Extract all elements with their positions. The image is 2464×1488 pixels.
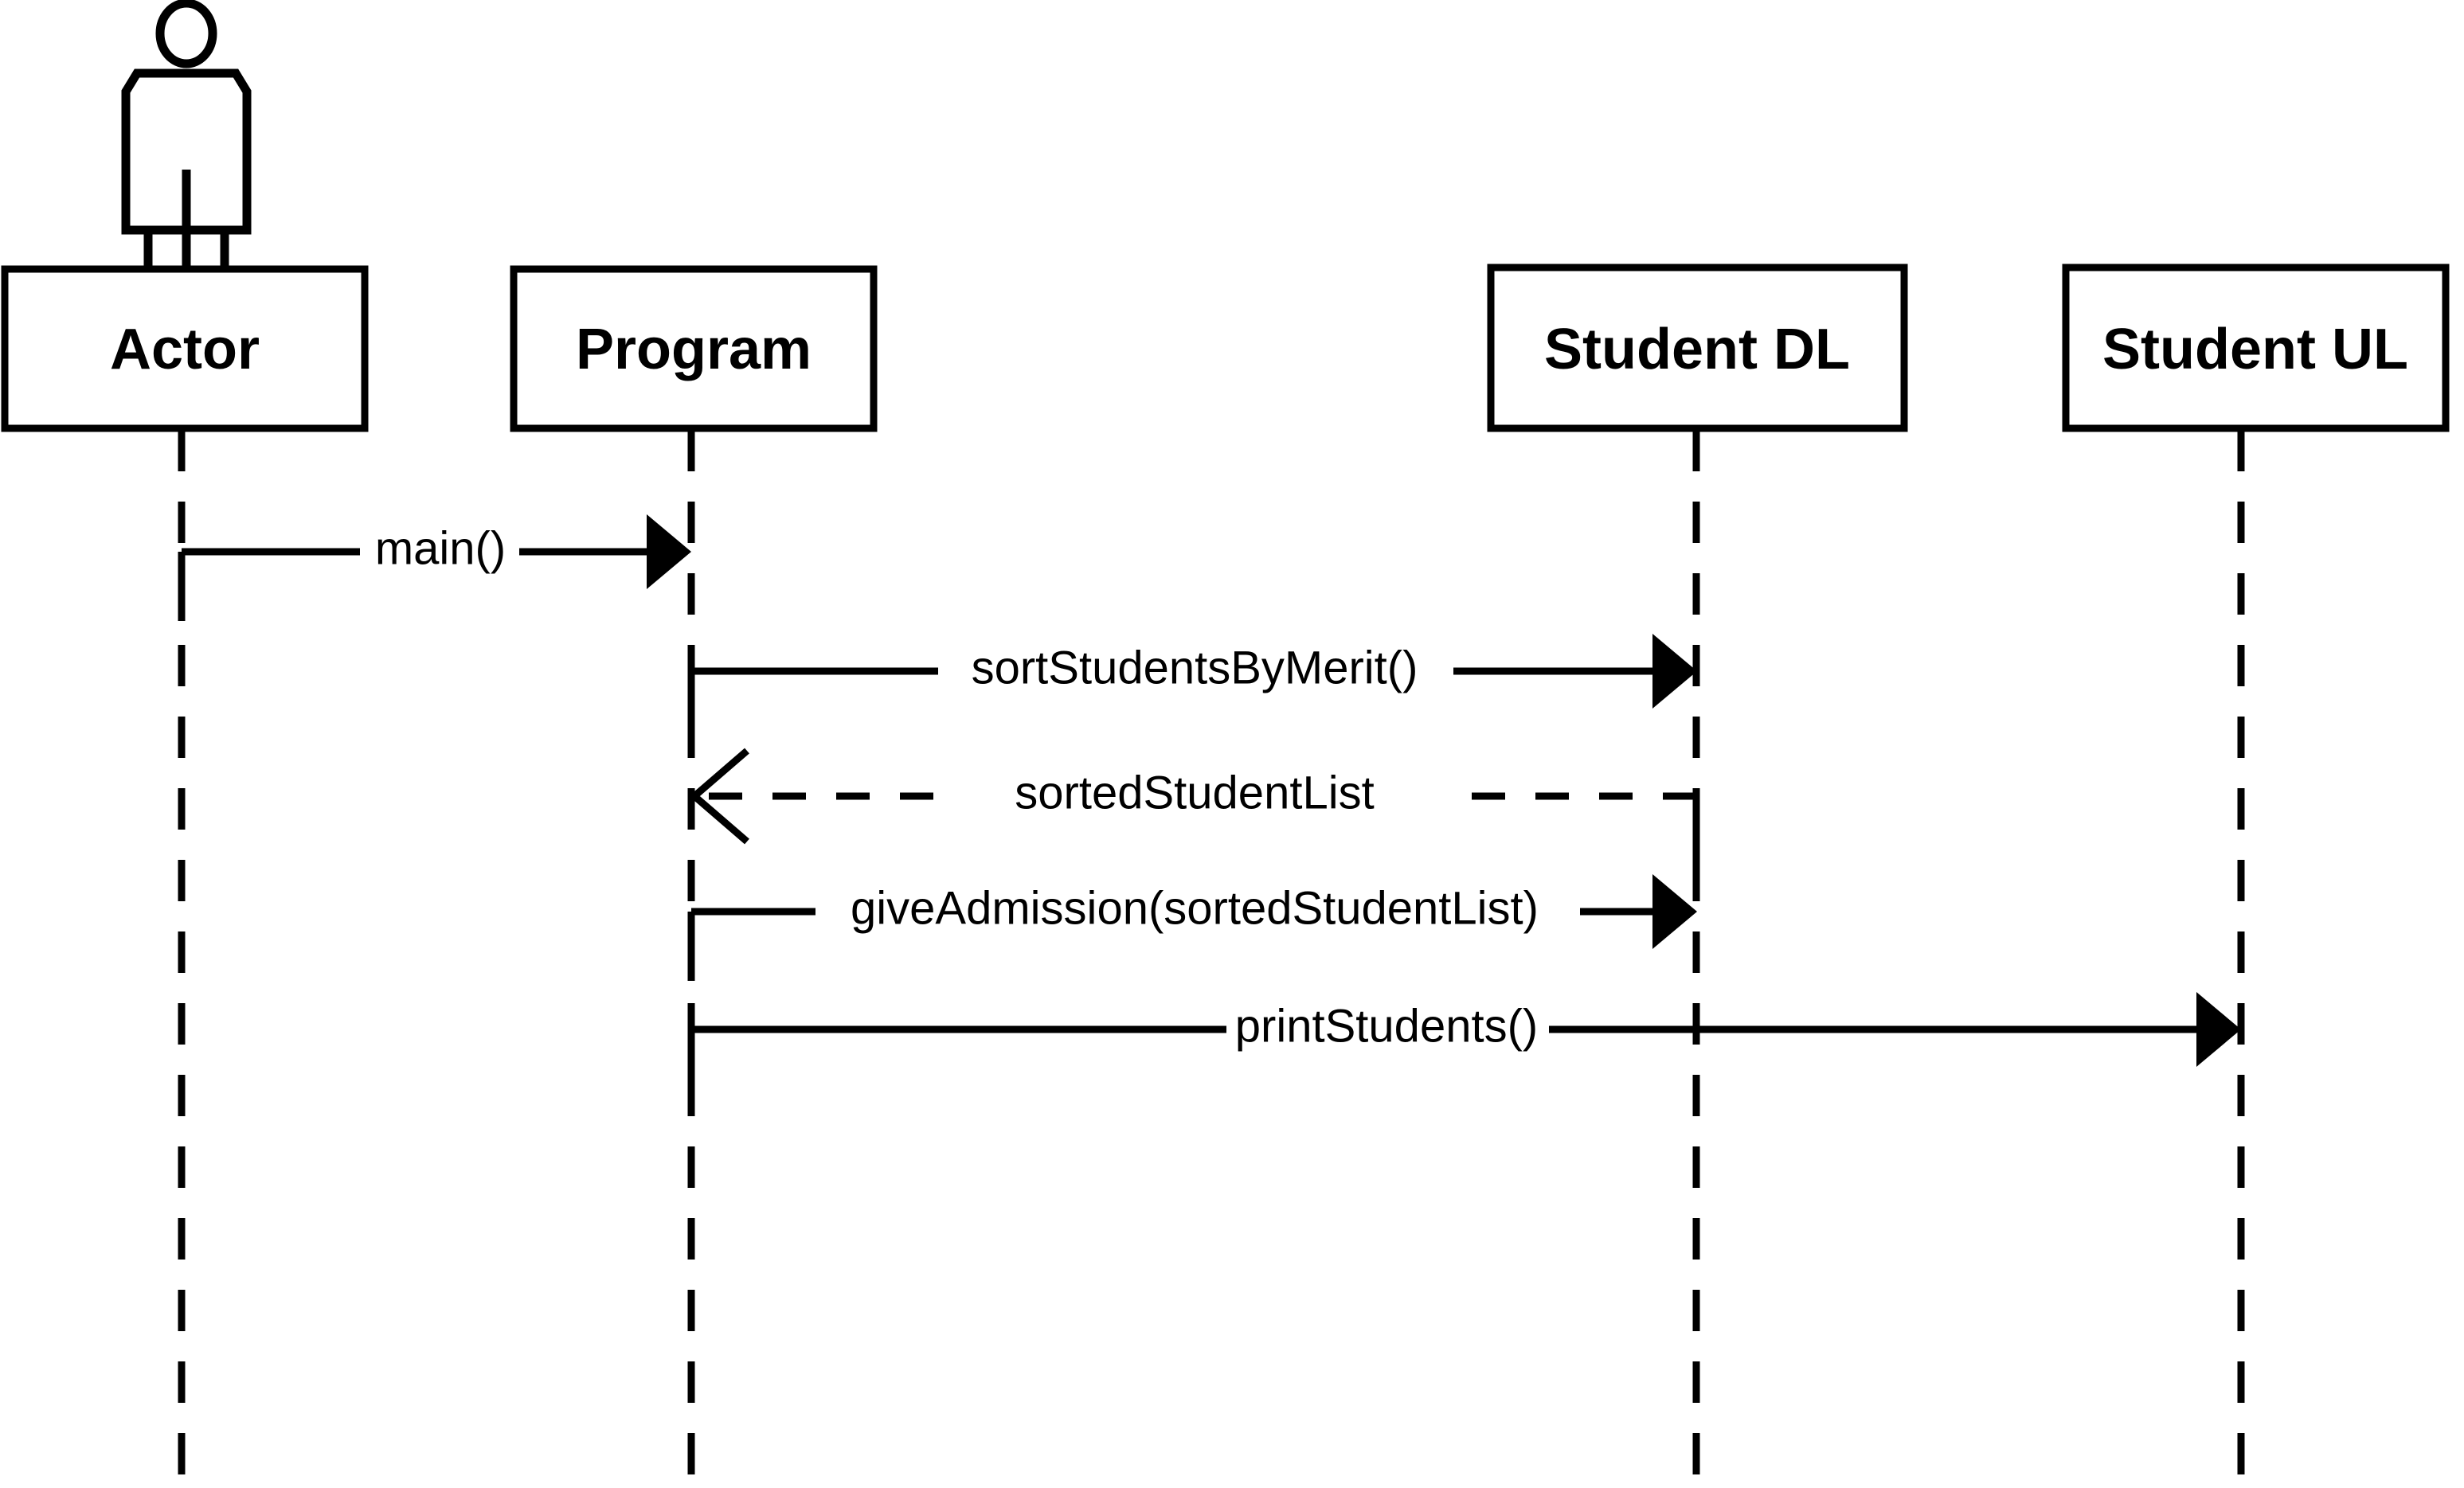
participant-box-student-ul[interactable] (2062, 264, 2450, 432)
message-main-label: main() (375, 522, 506, 574)
participant-label-student-dl: Student DL (1544, 318, 1850, 381)
message-give-admission[interactable]: giveAdmission(sortedStudentList) (687, 874, 1697, 981)
participant-student-ul[interactable]: Student UL (2062, 264, 2450, 432)
participant-program[interactable]: Program (510, 265, 878, 432)
participant-box-program[interactable] (510, 265, 878, 432)
message-main-arrowhead-icon (647, 514, 691, 589)
message-print-students-arrowhead-icon (2196, 992, 2241, 1067)
actor-head-icon (155, 0, 217, 68)
participant-label-student-ul: Student UL (2102, 318, 2408, 381)
participant-label-program: Program (576, 318, 812, 381)
participant-student-dl[interactable]: Student DL (1487, 264, 1908, 432)
actor-stick-figure-icon (121, 0, 252, 290)
message-sort-students-by-merit[interactable]: sortStudentsByMerit() (687, 634, 1697, 740)
participant-box-student-dl[interactable] (1487, 264, 1908, 432)
participant-label-actor: Actor (110, 318, 260, 381)
message-print-students-label: printStudents() (1235, 1000, 1538, 1052)
actor-torso-icon (121, 68, 252, 235)
message-return-label: sortedStudentList (1015, 767, 1374, 818)
message-give-admission-arrowhead-icon (1652, 874, 1697, 949)
message-return-arrowhead-icon (689, 748, 749, 845)
participant-box-actor[interactable] (1, 265, 369, 432)
message-sort-arrowhead-icon (1652, 634, 1697, 709)
participant-actor[interactable]: Actor (1, 265, 369, 432)
message-sort-label: sortStudentsByMerit() (972, 642, 1418, 693)
message-give-admission-label: giveAdmission(sortedStudentList) (851, 882, 1539, 934)
message-print-students[interactable]: printStudents() (687, 992, 2241, 1100)
lifelines-group (178, 430, 2245, 1488)
message-main[interactable]: main() (178, 514, 691, 621)
message-sorted-student-list-return[interactable]: sortedStudentList (689, 748, 1700, 866)
